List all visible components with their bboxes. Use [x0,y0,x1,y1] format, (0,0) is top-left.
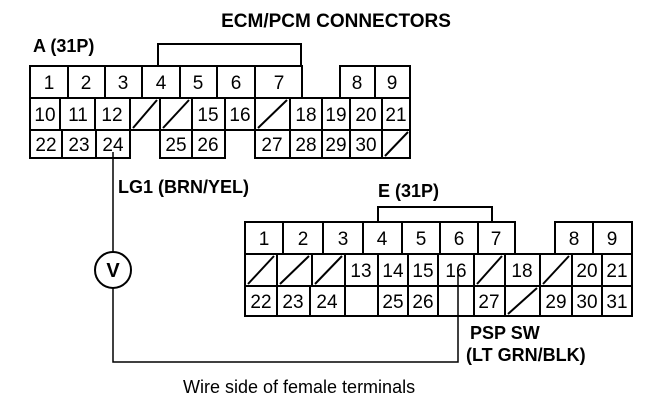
pin-a1: 1 [44,73,55,94]
pin-a7: 7 [274,73,285,94]
wire-a-label: LG1 (BRN/YEL) [118,177,249,197]
wire-e-label-2: (LT GRN/BLK) [466,345,586,365]
connector-a-pins: 1 2 3 4 5 6 7 8 9 10 11 12 15 16 18 19 2… [34,73,406,156]
voltmeter-symbol: V [106,260,120,282]
pin-a19: 19 [325,105,346,126]
pin-a22: 22 [35,135,56,156]
pin-a23: 23 [68,135,89,156]
pin-a29: 29 [325,135,346,156]
pin-a18: 18 [295,105,316,126]
pin-e26: 26 [412,292,433,313]
pin-e27: 27 [478,292,499,313]
pin-a2: 2 [81,73,92,94]
voltmeter-icon: V [94,251,132,289]
pin-e29: 29 [545,292,566,313]
pin-e5: 5 [416,229,427,250]
pin-e31: 31 [606,292,627,313]
connector-e-body [244,221,633,317]
pin-e9: 9 [607,229,618,250]
pin-a9: 9 [387,73,398,94]
pin-e18: 18 [511,261,532,282]
pin-e21: 21 [606,261,627,282]
pin-a20: 20 [355,105,376,126]
pin-e16: 16 [445,261,466,282]
diagram-title: ECM/PCM CONNECTORS [221,11,451,32]
pin-a24: 24 [102,135,124,156]
pin-a8: 8 [352,73,363,94]
pin-e6: 6 [454,229,465,250]
pin-e15: 15 [412,261,433,282]
pin-a6: 6 [231,73,242,94]
pin-a15: 15 [197,105,218,126]
pin-a28: 28 [295,135,316,156]
connector-e-lock-tab [377,206,493,222]
pin-a30: 30 [355,135,376,156]
wire-e-label-1: PSP SW [470,323,540,343]
pin-e4: 4 [377,229,388,250]
pin-e14: 14 [382,261,404,282]
connector-a-lock-tab [157,43,302,66]
pin-a26: 26 [197,135,218,156]
pin-e25: 25 [382,292,403,313]
pin-a27: 27 [261,135,282,156]
pin-e22: 22 [250,292,271,313]
pin-a5: 5 [193,73,204,94]
pin-e7: 7 [491,229,502,250]
connector-a-body [29,65,411,159]
pin-e3: 3 [338,229,349,250]
pin-e30: 30 [576,292,597,313]
pin-e13: 13 [350,261,371,282]
connector-e-pins: 1 2 3 4 5 6 7 8 9 13 14 15 16 18 20 21 2… [250,229,627,313]
pin-e2: 2 [298,229,309,250]
lead-e16 [112,270,459,363]
connector-e-label: E (31P) [378,181,439,201]
pin-e20: 20 [576,261,597,282]
pin-e1: 1 [259,229,270,250]
pin-e8: 8 [569,229,580,250]
pin-a4: 4 [156,73,167,94]
pin-a21: 21 [385,105,406,126]
test-leads [112,152,459,363]
pin-a16: 16 [229,105,250,126]
pin-a3: 3 [118,73,129,94]
pin-e24: 24 [316,292,338,313]
connector-a-label: A (31P) [33,36,94,56]
pin-a11: 11 [68,105,88,126]
caption: Wire side of female terminals [183,377,415,397]
pin-a25: 25 [165,135,186,156]
pin-a10: 10 [34,105,55,126]
pin-a12: 12 [101,105,122,126]
pin-e23: 23 [282,292,303,313]
